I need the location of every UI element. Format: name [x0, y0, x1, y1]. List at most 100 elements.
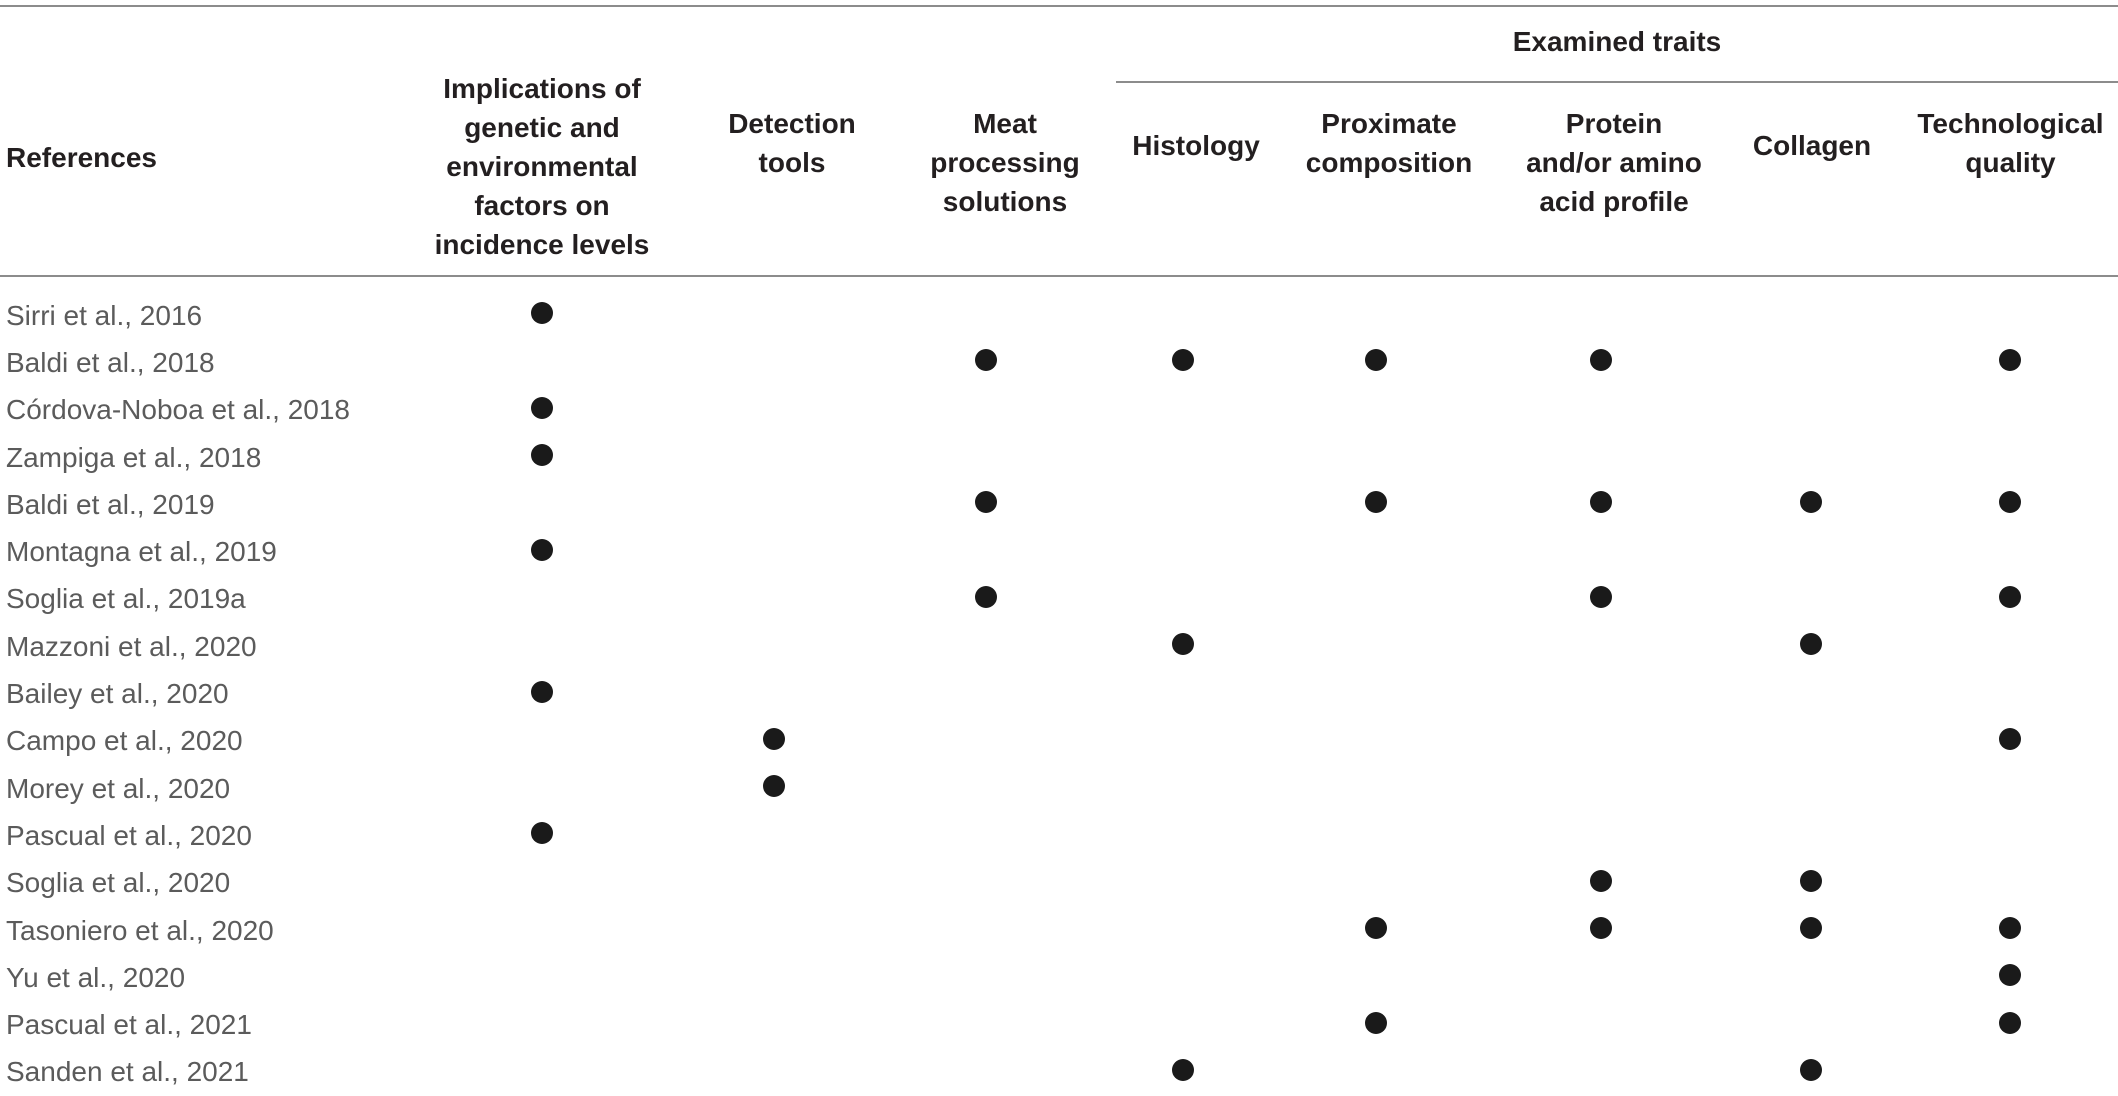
bullet-dot-icon [1364, 349, 1387, 372]
mark-cell [1096, 434, 1269, 481]
mark-cell [1720, 292, 1901, 339]
reference-cell: Zampiga et al., 2018 [6, 441, 262, 473]
reference-cell: Pascual et al., 2021 [6, 1009, 252, 1041]
mark-cell [672, 481, 876, 528]
mark-cell [1901, 718, 2118, 765]
mark-cell [1269, 907, 1482, 954]
table-row: Tasoniero et al., 2020 [0, 907, 2118, 954]
mark-cell [1901, 1049, 2118, 1096]
reference-cell: Yu et al., 2020 [6, 961, 186, 993]
mark-cell [1096, 339, 1269, 386]
mark-cell [1720, 481, 1901, 528]
mark-cell [672, 812, 876, 859]
mark-cell [1269, 670, 1482, 717]
mark-cell [672, 292, 876, 339]
mark-cell [1720, 387, 1901, 434]
mark-cell [1901, 387, 2118, 434]
bullet-dot-icon [531, 302, 553, 325]
examined-traits-rule [1116, 81, 2118, 83]
mark-cell [1901, 339, 2118, 386]
bullet-dot-icon [1171, 633, 1194, 656]
mark-cell [1720, 576, 1901, 623]
mark-cell [1096, 481, 1269, 528]
mark-cell [1720, 1049, 1901, 1096]
mark-cell [876, 623, 1096, 670]
header-bottom-rule [0, 275, 2118, 277]
mark-cell [412, 1049, 672, 1096]
mark-cell [876, 528, 1096, 575]
mark-cell [672, 387, 876, 434]
table-row: Soglia et al., 2019a [0, 576, 2118, 623]
mark-cell [876, 860, 1096, 907]
bullet-dot-icon [975, 585, 997, 608]
mark-cell [1096, 860, 1269, 907]
bullet-dot-icon [1998, 491, 2021, 514]
bullet-dot-icon [531, 538, 553, 561]
mark-cell [672, 765, 876, 812]
mark-cell [412, 339, 672, 386]
mark-cell [1901, 623, 2118, 670]
mark-cell [1269, 1001, 1482, 1048]
mark-cell [876, 1049, 1096, 1096]
mark-cell [1269, 434, 1482, 481]
mark-cell [1096, 623, 1269, 670]
mark-cell [1720, 1001, 1901, 1048]
mark-cell [876, 907, 1096, 954]
table-row: Pascual et al., 2020 [0, 812, 2118, 859]
mark-cell [412, 1001, 672, 1048]
mark-cell [1901, 860, 2118, 907]
mark-cell [1482, 1049, 1720, 1096]
mark-cell [876, 434, 1096, 481]
mark-cell [672, 718, 876, 765]
mark-cell [412, 576, 672, 623]
examined-traits-header: Examined traits [1512, 26, 1722, 57]
mark-cell [672, 954, 876, 1001]
mark-cell [1901, 954, 2118, 1001]
mark-cell [1269, 954, 1482, 1001]
bullet-dot-icon [1998, 1011, 2021, 1034]
reference-cell: Sanden et al., 2021 [6, 1056, 249, 1088]
bullet-dot-icon [1590, 491, 1612, 514]
mark-cell [1096, 812, 1269, 859]
reference-cell: Campo et al., 2020 [6, 725, 243, 757]
mark-cell [1720, 670, 1901, 717]
mark-cell [1901, 1001, 2118, 1048]
mark-cell [1901, 812, 2118, 859]
mark-cell [672, 1049, 876, 1096]
reference-cell: Baldi et al., 2018 [6, 346, 215, 378]
mark-cell [1482, 481, 1720, 528]
mark-cell [412, 670, 672, 717]
col-header-technological-quality: Technological quality [1917, 108, 2104, 178]
mark-cell [672, 907, 876, 954]
reference-cell: Pascual et al., 2020 [6, 819, 252, 851]
bullet-dot-icon [1799, 1058, 1822, 1081]
table-row: Soglia et al., 2020 [0, 860, 2118, 907]
mark-cell [412, 718, 672, 765]
mark-cell [1269, 481, 1482, 528]
mark-cell [1096, 765, 1269, 812]
reference-cell: Bailey et al., 2020 [6, 678, 229, 710]
mark-cell [1096, 718, 1269, 765]
mark-cell [1901, 434, 2118, 481]
reference-cell: Soglia et al., 2019a [6, 583, 246, 615]
mark-cell [1901, 576, 2118, 623]
mark-cell [1720, 954, 1901, 1001]
mark-cell [1269, 576, 1482, 623]
mark-cell [1482, 434, 1720, 481]
mark-cell [876, 718, 1096, 765]
bullet-dot-icon [1364, 917, 1387, 939]
mark-cell [1096, 387, 1269, 434]
mark-cell [1096, 292, 1269, 339]
mark-cell [1096, 670, 1269, 717]
mark-cell [412, 623, 672, 670]
mark-cell [1269, 1049, 1482, 1096]
bullet-dot-icon [1799, 917, 1822, 939]
mark-cell [1901, 528, 2118, 575]
mark-cell [876, 387, 1096, 434]
mark-cell [672, 623, 876, 670]
mark-cell [1482, 812, 1720, 859]
mark-cell [876, 481, 1096, 528]
bullet-dot-icon [1590, 585, 1612, 608]
bullet-dot-icon [975, 491, 997, 514]
